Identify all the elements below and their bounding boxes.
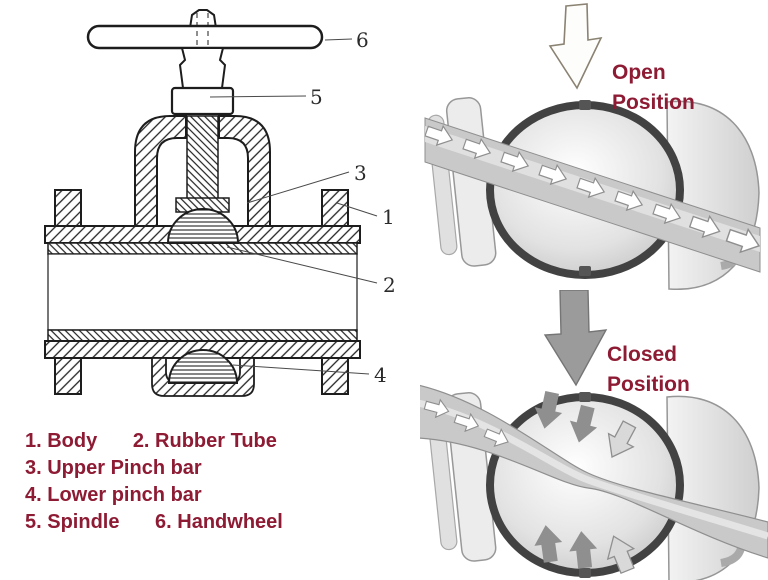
lower-pinch-nub	[579, 568, 591, 578]
flow-ribbon-highlight	[420, 399, 768, 540]
upper-pinch-nub	[579, 392, 591, 402]
spindle-gland-shape	[170, 86, 235, 116]
legend-item-body: 1. Body	[25, 430, 98, 452]
callout-body: 1	[382, 205, 395, 229]
handwheel-shape	[86, 24, 324, 50]
callout-lower-pinch-bar: 4	[374, 363, 387, 387]
leader-5	[209, 95, 307, 98]
stem-neck-shape	[178, 47, 227, 89]
callout-spindle: 5	[310, 85, 323, 109]
legend-item-rubber-tube: 2. Rubber Tube	[132, 430, 277, 452]
bonnet-right-wall	[218, 115, 271, 227]
lower-pinch-bar-shape	[167, 349, 239, 384]
lower-pinch-nub	[579, 266, 591, 276]
legend-row: 3. Upper Pinch bar	[25, 455, 283, 482]
rubber-tube-bottom-wall	[47, 329, 358, 342]
spindle-rod-shape	[186, 115, 219, 203]
down-arrow-solid-icon	[543, 290, 608, 387]
body-flange-leg-right	[321, 357, 349, 395]
body-flange-leg-left	[54, 357, 82, 395]
upper-pinch-nub	[579, 100, 591, 110]
body-flange-upright-left	[54, 189, 82, 227]
valve-cross-section-drawing: 6 5 3 1 2 4	[44, 9, 396, 397]
leader-2	[226, 246, 378, 284]
leader-6	[324, 38, 353, 41]
flow-ribbon-pinched	[420, 384, 768, 559]
callout-upper-pinch-bar: 3	[354, 161, 367, 185]
legend-item-spindle: 5. Spindle	[25, 511, 120, 533]
legend-item-handwheel: 6. Handwheel	[155, 511, 283, 533]
closed-position-illustration	[420, 290, 768, 580]
leader-4	[232, 364, 370, 375]
rubber-tube-top-wall	[47, 242, 358, 255]
legend-row: 4. Lower pinch bar	[25, 482, 283, 509]
upper-pinch-bar-shape	[166, 208, 240, 244]
body-flange-upright-right	[321, 189, 349, 227]
callout-handwheel: 6	[356, 28, 369, 52]
closed-position-label: Closed Position	[607, 343, 690, 397]
legend-row: 1. Body 2. Rubber Tube	[25, 428, 283, 455]
down-arrow-outline-icon	[548, 3, 603, 90]
legend-item-lower-pinch-bar: 4. Lower pinch bar	[25, 484, 202, 506]
leader-1	[336, 202, 378, 217]
bonnet-left-wall	[134, 115, 187, 227]
parts-legend: 1. Body 2. Rubber Tube 3. Upper Pinch ba…	[25, 428, 283, 536]
legend-row: 5. Spindle 6. Handwheel	[25, 509, 283, 536]
tube-bore	[47, 253, 358, 331]
leader-3	[246, 171, 350, 204]
open-position-label: Open Position	[612, 61, 695, 115]
legend-item-upper-pinch-bar: 3. Upper Pinch bar	[25, 457, 202, 479]
open-position-illustration	[422, 3, 764, 290]
callout-rubber-tube: 2	[383, 273, 396, 297]
